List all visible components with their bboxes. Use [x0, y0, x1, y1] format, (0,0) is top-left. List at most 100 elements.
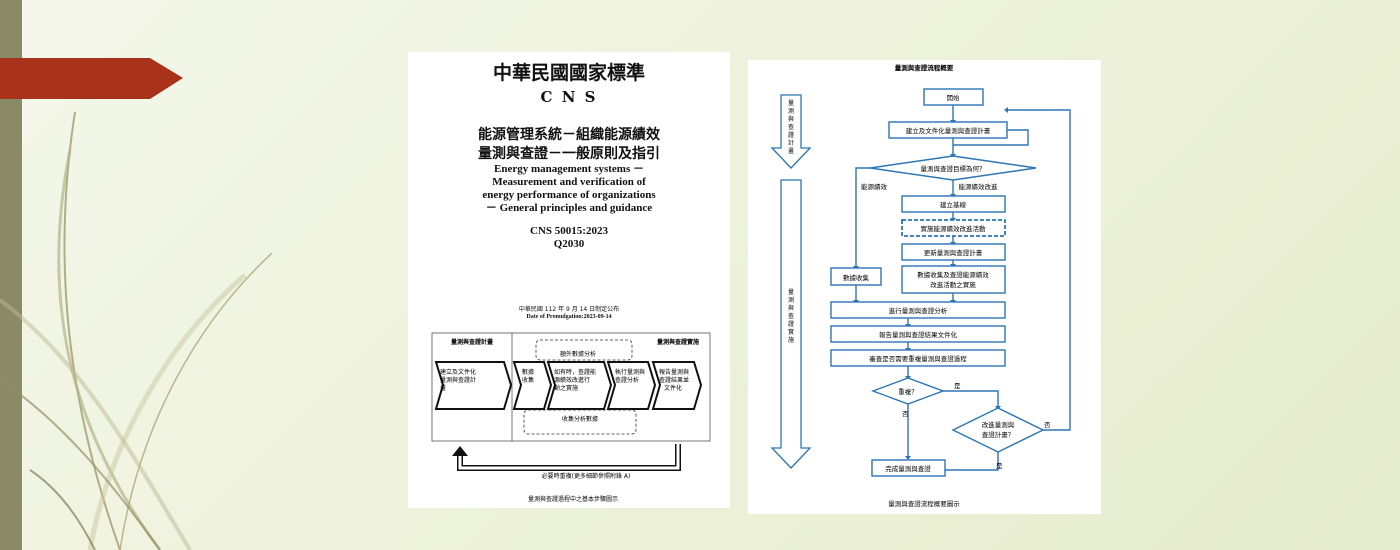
- flow-box-report: [830, 325, 1006, 343]
- repeat-yes-label: 是: [954, 382, 961, 390]
- svg-text:執行量測與: 執行量測與: [615, 368, 645, 376]
- doc-title-en-4: － General principles and guidance: [485, 202, 653, 214]
- impl-side-arrow: [770, 179, 812, 469]
- svg-text:數據收集及查證能源績效: 數據收集及查證能源績效: [917, 270, 989, 279]
- svg-text:重複？: 重複？: [898, 387, 918, 396]
- svg-text:證: 證: [788, 131, 794, 139]
- flow-box-analysis: [830, 301, 1006, 319]
- doc-title-en-3: energy performance of organizations: [482, 189, 656, 201]
- left-accent-bar: [0, 0, 22, 550]
- svg-text:量: 量: [788, 289, 794, 296]
- svg-text:與: 與: [788, 304, 794, 312]
- doc-title-zh-1: 能源管理系統－組織能源績效: [478, 127, 660, 143]
- plan-step-chevron: [434, 361, 513, 410]
- mv-basic-steps-diagram: 量測與查證計畫 量測與查證實施 建立及文件化 量測與查證計 畫 額外數據分析 數…: [431, 332, 711, 503]
- impl-header: 量測與查證實施: [657, 338, 699, 346]
- improve-yes-label: 是: [996, 462, 1003, 470]
- flow-decision-repeat: [870, 377, 946, 405]
- svg-text:動之實施: 動之實施: [554, 384, 578, 392]
- svg-text:報告量測與查證結果文件化: 報告量測與查證結果文件化: [879, 330, 958, 339]
- flow-title: 量測與查證流程概要: [895, 63, 954, 72]
- flowchart-svg: 量測與查證流程概要 量 測 與 查 證 計 畫 量 測 與 查 證 實 施: [770, 63, 1071, 508]
- plan-side-arrow: [770, 94, 812, 169]
- standard-document-cover: 中華民國國家標準 C N S 能源管理系統－組織能源績效 量測與查證－一般原則及…: [408, 52, 730, 508]
- step-report: [651, 361, 703, 410]
- plan-step-line-2: 量測與查證計: [440, 376, 476, 384]
- svg-text:更新量測與查證計畫: 更新量測與查證計畫: [924, 248, 983, 257]
- svg-text:查證結果並: 查證結果並: [659, 376, 689, 384]
- svg-text:量測與查證目標為何？: 量測與查證目標為何？: [921, 164, 986, 173]
- branch-right-label: 能源績效改進: [959, 182, 999, 191]
- doc-header: 中華民國國家標準: [492, 62, 645, 84]
- svg-text:測: 測: [788, 107, 794, 115]
- svg-text:查證分析: 查證分析: [615, 376, 639, 384]
- svg-text:審查是否需要重複量測與查證過程: 審查是否需要重複量測與查證過程: [869, 354, 967, 363]
- svg-text:實施能源績效改進活動: 實施能源績效改進活動: [921, 224, 987, 233]
- svg-text:實: 實: [788, 328, 794, 336]
- svg-text:量: 量: [788, 100, 794, 107]
- flow-decision-improve: [951, 407, 1045, 453]
- flow-caption: 量測與查證流程概要圖示: [888, 499, 960, 508]
- mv-process-flowchart: 量測與查證流程概要 量 測 與 查 證 計 畫 量 測 與 查 證 實 施: [748, 60, 1101, 514]
- red-arrow-banner: [0, 58, 183, 99]
- repeat-no-label: 否: [902, 410, 909, 418]
- svg-text:報告量測與: 報告量測與: [659, 368, 689, 376]
- flow-box-review: [830, 349, 1006, 367]
- plan-step-line-3: 畫: [440, 384, 446, 392]
- svg-text:數據: 數據: [522, 368, 534, 376]
- flow-box-update-plan: [901, 243, 1006, 261]
- doc-title-en-2: Measurement and verification of: [492, 176, 646, 188]
- svg-text:與: 與: [788, 115, 794, 123]
- svg-text:如有時，查證能: 如有時，查證能: [554, 368, 596, 376]
- svg-text:畫: 畫: [788, 147, 794, 155]
- flow-start: [923, 88, 984, 106]
- svg-text:證: 證: [788, 320, 794, 328]
- svg-text:查: 查: [788, 123, 794, 131]
- flow-box-establish-plan: [888, 121, 1008, 139]
- svg-text:計: 計: [788, 139, 794, 147]
- improve-no-label: 否: [1044, 421, 1051, 429]
- svg-text:測: 測: [788, 296, 794, 304]
- svg-text:收集: 收集: [522, 376, 534, 384]
- flow-box-data-collect-left: [830, 267, 882, 286]
- doc-diagram-caption: 量測與查證過程中之基本步驟圖示: [528, 495, 618, 503]
- svg-text:查: 查: [788, 312, 794, 320]
- svg-text:建立及文件化量測與查證計畫: 建立及文件化量測與查證計畫: [906, 126, 991, 135]
- doc-code: CNS 50015:2023: [530, 225, 608, 237]
- svg-text:源績效改進行: 源績效改進行: [554, 376, 590, 384]
- svg-text:數據收集: 數據收集: [843, 273, 870, 282]
- step-analysis: [606, 361, 657, 410]
- svg-text:建立基線: 建立基線: [940, 200, 967, 209]
- svg-text:改進活動之實施: 改進活動之實施: [930, 280, 976, 289]
- svg-text:完成量測與查證: 完成量測與查證: [885, 464, 931, 473]
- impl-side-label: 量 測 與 查 證 實 施: [788, 289, 794, 344]
- repeat-note: 必要時重複(更多細節參照附錄 A): [542, 472, 631, 480]
- flow-decision-objective: [869, 155, 1037, 181]
- loop-top-label: 額外數據分析: [560, 350, 596, 358]
- svg-text:進行量測與查證分析: 進行量測與查證分析: [889, 306, 948, 315]
- doc-title-zh-2: 量測與查證－一般原則及指引: [478, 146, 660, 162]
- flow-box-implement: [901, 219, 1006, 237]
- doc-class-code: Q2030: [553, 238, 585, 250]
- loop-bottom-label: 收集分析數據: [562, 415, 598, 423]
- branch-left-label: 能源績效: [861, 182, 888, 191]
- step-data-collect: [512, 361, 553, 410]
- svg-text:施: 施: [788, 336, 794, 344]
- flow-end: [871, 459, 946, 477]
- plan-side-label: 量 測 與 查 證 計 畫: [788, 100, 794, 155]
- step-verify-implementation: [546, 361, 613, 410]
- plan-step-line-1: 建立及文件化: [440, 368, 476, 376]
- doc-title-en-1: Energy management systems －: [493, 163, 644, 175]
- svg-text:改進量測與: 改進量測與: [982, 420, 1015, 429]
- plan-header: 量測與查證計畫: [451, 338, 493, 346]
- doc-promulgation-en: Date of Promulgation:2023-09-14: [526, 314, 612, 320]
- flow-box-baseline: [901, 195, 1006, 213]
- svg-text:開始: 開始: [947, 93, 961, 102]
- svg-text:文件化: 文件化: [664, 384, 682, 392]
- doc-promulgation-zh: 中華民國 112 年 9 月 14 日制定公布: [518, 306, 620, 313]
- doc-cns: C N S: [540, 88, 598, 106]
- flow-box-data-collect-right: [901, 265, 1006, 294]
- svg-text:查證計畫？: 查證計畫？: [982, 430, 1015, 439]
